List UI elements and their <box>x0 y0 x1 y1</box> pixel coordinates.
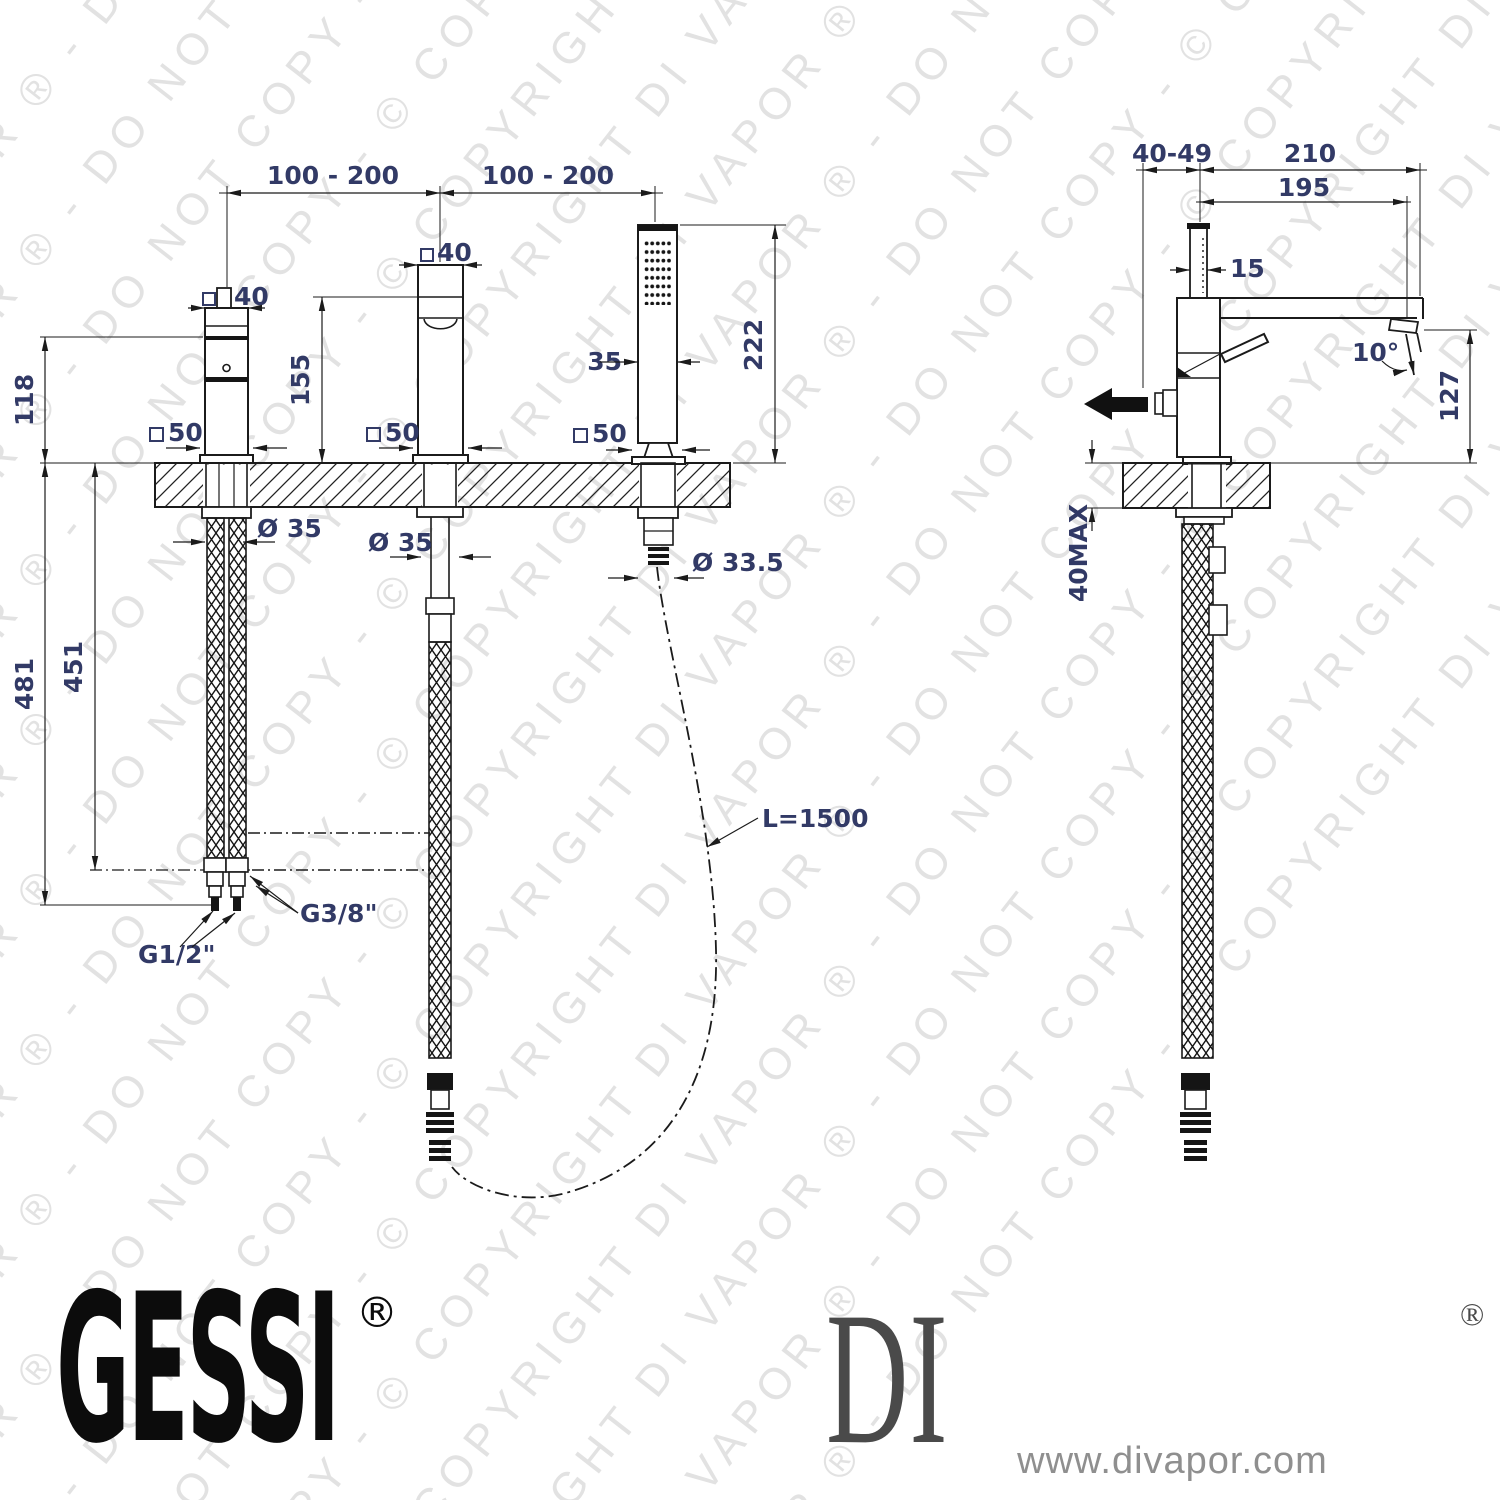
divapor-logo: DI VAPOR <box>826 1274 1203 1500</box>
gessi-logo: GESSI <box>56 1251 341 1489</box>
dim-handle-hole: Ø 35 <box>257 514 322 543</box>
dim-stem-width: 15 <box>1230 254 1265 283</box>
dim-depth-451: 451 <box>59 641 88 693</box>
dim-depth-481: 481 <box>10 658 39 710</box>
dim-total-reach: 210 <box>1284 139 1336 168</box>
lever-handle <box>1219 332 1270 364</box>
side-supply-hose <box>1175 507 1233 1161</box>
aerator <box>1387 318 1420 334</box>
dim-spout-height: 155 <box>286 354 315 406</box>
dim-offset-range: 40-49 <box>1132 139 1212 168</box>
handshower-unit: 35 222 50 <box>451 224 868 1199</box>
shower-hose <box>451 566 717 1199</box>
flex-hose-cold <box>228 517 247 859</box>
dim-spout-square: 40 <box>437 238 472 267</box>
side-view: 40-49 210 195 15 <box>1064 139 1477 1161</box>
dim-shower-height: 222 <box>739 319 768 371</box>
label-g38: G3/8" <box>300 899 377 928</box>
flex-hose-hot <box>206 517 225 859</box>
dim-span-right: 100 - 200 <box>482 161 614 190</box>
mixer-control-unit: 40 50 <box>149 282 322 911</box>
front-view: 118 451 481 100 - 200 100 - 200 <box>10 161 868 1199</box>
website-url: www.divapor.com <box>1017 1440 1328 1482</box>
dim-shower-base-square: 50 <box>592 419 627 448</box>
faucet-side-body: 15 10° <box>1084 223 1424 465</box>
dim-span-left: 100 - 200 <box>267 161 399 190</box>
direction-arrow-icon <box>1084 388 1112 420</box>
divapor-registered-icon: ® <box>1460 1296 1485 1332</box>
dim-handle-height: 118 <box>10 374 39 426</box>
dim-spout-base-square: 50 <box>385 418 420 447</box>
dim-handle-square: 40 <box>234 282 269 311</box>
label-hose-length: L=1500 <box>762 804 868 833</box>
spout-supply-hose <box>428 641 452 1059</box>
dim-spout-reach: 195 <box>1278 173 1330 202</box>
label-g12: G1/2" <box>138 940 215 969</box>
spout-unit: 155 40 50 <box>286 238 502 1161</box>
gessi-registered-icon: ® <box>356 1288 398 1337</box>
dim-deck-thickness: 40MAX <box>1064 504 1093 602</box>
dim-handle-base-square: 50 <box>168 418 203 447</box>
dim-stream-angle: 10° <box>1352 338 1399 367</box>
dim-shower-hole: Ø 33.5 <box>692 548 784 577</box>
dim-side-spout-height: 127 <box>1435 370 1464 422</box>
dim-spout-hole: Ø 35 <box>368 528 433 557</box>
spray-face <box>644 237 671 305</box>
